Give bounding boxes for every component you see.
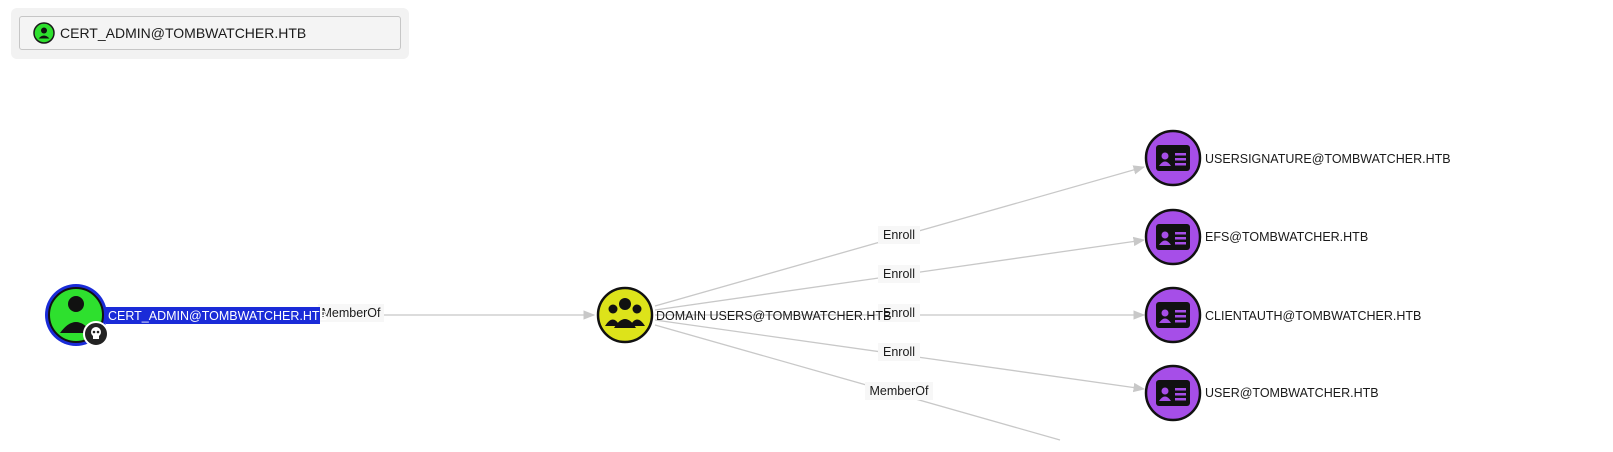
edge-label-memberof[interactable]: MemberOf <box>865 382 933 400</box>
edge-label-enroll[interactable]: Enroll <box>878 265 920 283</box>
skull-icon <box>83 321 109 347</box>
node-label: CLIENTAUTH@TOMBWATCHER.HTB <box>1205 309 1421 323</box>
node-label: DOMAIN USERS@TOMBWATCHER.HTB <box>656 309 891 323</box>
node-efs[interactable]: EFS@TOMBWATCHER.HTB <box>1144 208 1368 266</box>
id-card-icon <box>1156 302 1190 328</box>
node-label-highlight <box>106 307 320 324</box>
selected-node-text: CERT_ADMIN@TOMBWATCHER.HTB <box>60 25 307 41</box>
search-panel: CERT_ADMIN@TOMBWATCHER.HTB <box>11 8 409 59</box>
node-usersignature[interactable]: USERSIGNATURE@TOMBWATCHER.HTB <box>1144 129 1451 187</box>
svg-text:MemberOf: MemberOf <box>321 306 381 320</box>
selected-node-field[interactable]: CERT_ADMIN@TOMBWATCHER.HTB <box>19 16 401 50</box>
node-label: CERT_ADMIN@TOMBWATCHER.HTB <box>108 309 328 323</box>
id-card-icon <box>1156 224 1190 250</box>
svg-text:Enroll: Enroll <box>883 228 915 242</box>
id-card-icon <box>1156 145 1190 171</box>
node-user-template[interactable]: USER@TOMBWATCHER.HTB <box>1144 364 1379 422</box>
svg-text:Enroll: Enroll <box>883 345 915 359</box>
edge-label-memberof[interactable]: MemberOf <box>318 304 384 322</box>
edge-label-enroll[interactable]: Enroll <box>878 304 920 322</box>
svg-text:Enroll: Enroll <box>883 306 915 320</box>
edge-label-enroll[interactable]: Enroll <box>878 226 920 244</box>
svg-text:Enroll: Enroll <box>883 267 915 281</box>
user-icon <box>33 22 55 44</box>
group-icon <box>605 298 645 328</box>
edge-label-enroll[interactable]: Enroll <box>878 343 920 361</box>
edge-memberof-line[interactable] <box>654 324 1061 441</box>
node-label: EFS@TOMBWATCHER.HTB <box>1205 230 1368 244</box>
node-cert-admin[interactable]: CERT_ADMIN@TOMBWATCHER.HTB <box>45 284 328 347</box>
svg-text:MemberOf: MemberOf <box>869 384 929 398</box>
node-label: USER@TOMBWATCHER.HTB <box>1205 386 1379 400</box>
id-card-icon <box>1156 380 1190 406</box>
node-clientauth[interactable]: CLIENTAUTH@TOMBWATCHER.HTB <box>1144 286 1421 344</box>
node-domain-users[interactable]: DOMAIN USERS@TOMBWATCHER.HTB <box>596 286 891 344</box>
node-label: USERSIGNATURE@TOMBWATCHER.HTB <box>1205 152 1451 166</box>
